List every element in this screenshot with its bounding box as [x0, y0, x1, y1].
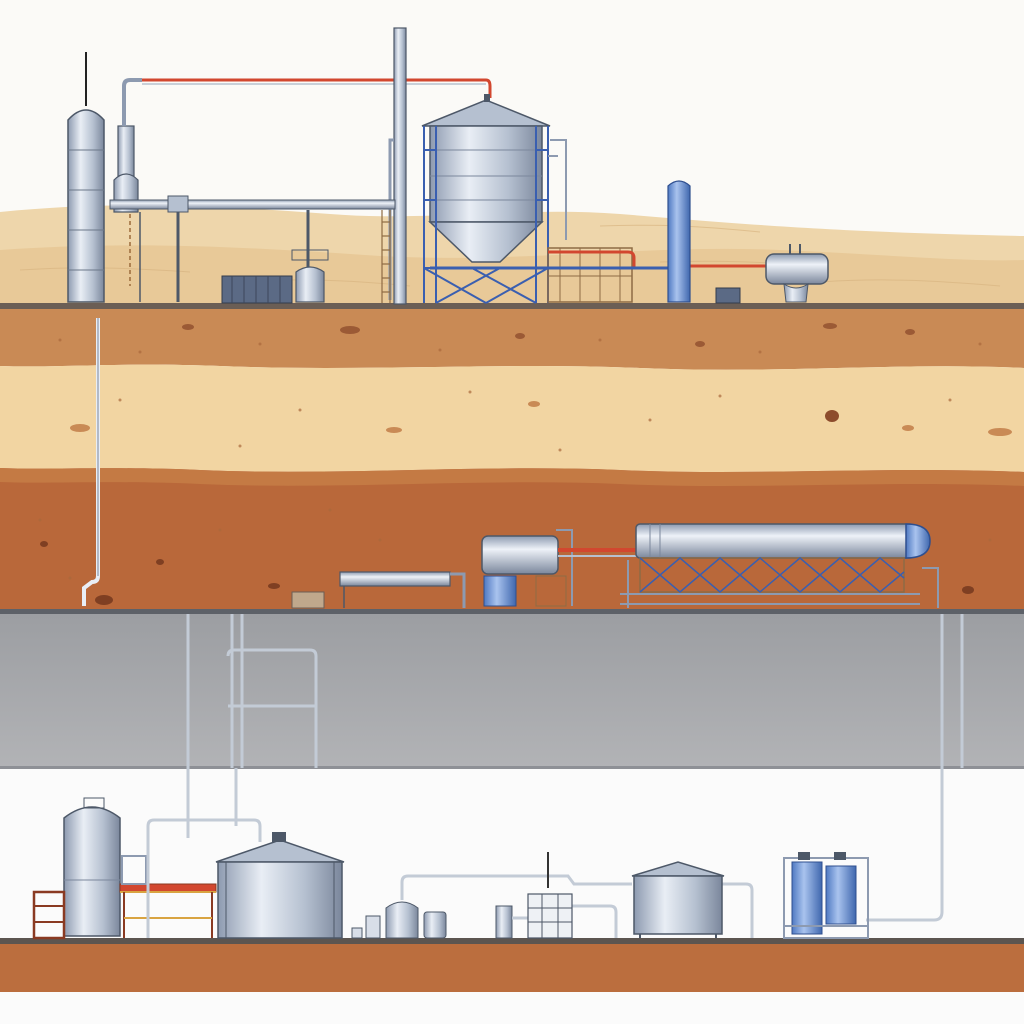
small-pressure-tank [291, 249, 329, 303]
basement-soil-deep [0, 992, 1024, 1024]
underground-pipeline [339, 571, 466, 608]
compressor-unit [481, 529, 573, 607]
storage-silo [421, 94, 551, 263]
ground-surface-line [0, 303, 1024, 309]
processing-skid [430, 247, 770, 303]
horizontal-drum [765, 244, 829, 303]
valve-manifold [527, 852, 573, 939]
soil-speckles [38, 338, 992, 580]
distillation-column [67, 52, 105, 303]
rock-band [0, 614, 1024, 768]
sand-layer [0, 364, 1024, 472]
lower-storage-tank [215, 832, 345, 939]
topsoil-layer [0, 309, 1024, 370]
control-building [221, 275, 293, 304]
lower-floor-line [0, 938, 1024, 944]
well-casing-pipe [82, 318, 100, 606]
basement-soil [0, 944, 1024, 1000]
lower-left-rack [32, 855, 217, 940]
silo-side-pipes [548, 139, 567, 240]
blue-tank-pair [783, 852, 869, 939]
clay-top-band [0, 468, 1024, 486]
junction-box [715, 287, 741, 304]
rock-band-bottom-edge [0, 766, 1024, 769]
valve-box [291, 591, 325, 609]
rock-band-top-edge [0, 609, 1024, 614]
vent-stack [388, 27, 407, 305]
small-canisters [351, 901, 513, 939]
heat-exchanger [620, 523, 939, 608]
ladder [381, 210, 391, 303]
hot-line [558, 548, 640, 557]
lower-process-tank [631, 861, 725, 938]
lower-left-pipes [146, 768, 262, 938]
risers [186, 614, 964, 922]
pebbles [40, 323, 1012, 605]
lower-left-tank [63, 797, 121, 937]
blue-storage-column [667, 180, 691, 303]
overhead-pipes [122, 78, 492, 126]
